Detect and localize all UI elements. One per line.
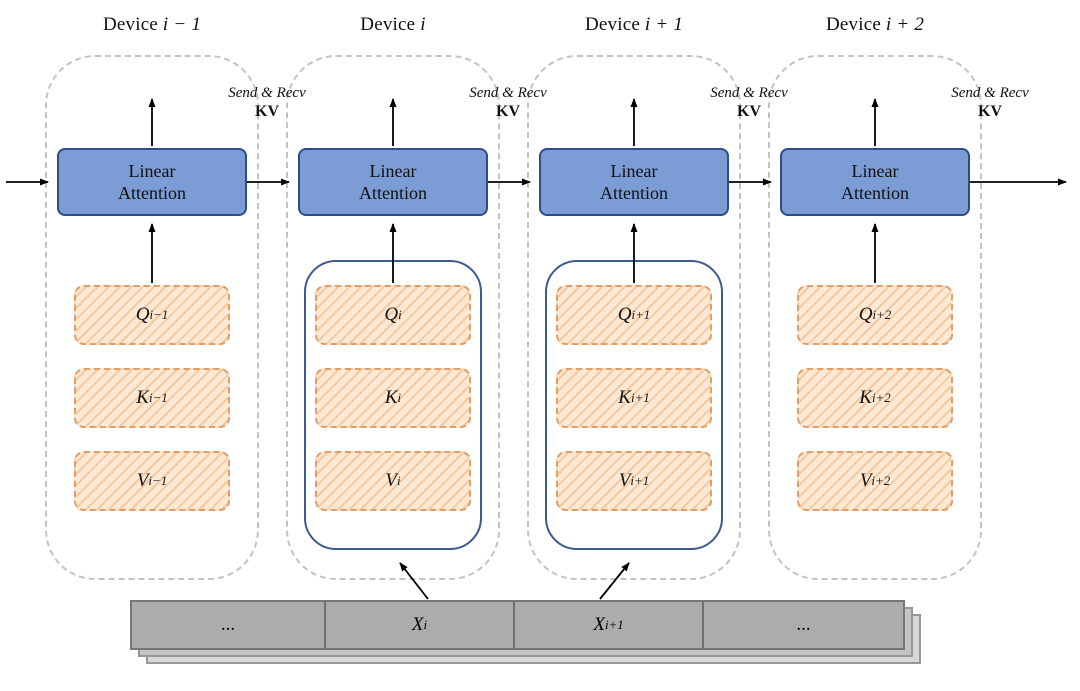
device-boundary-0 <box>45 55 259 580</box>
device-boundary-2 <box>527 55 741 580</box>
device-boundary-1 <box>286 55 500 580</box>
linear-attention-box-1: Linear Attention <box>298 148 488 216</box>
comm-label-0: Send & Recv KV <box>202 84 332 121</box>
kv-label: KV <box>496 103 520 120</box>
send-recv-label: Send & Recv <box>951 85 1029 101</box>
device-title-3: Device i + 2 <box>825 14 925 35</box>
linear-attention-box-0: Linear Attention <box>57 148 247 216</box>
send-recv-label: Send & Recv <box>469 85 547 101</box>
comm-label-3: Send & Recv KV <box>925 84 1055 121</box>
input-segment-ellipsis-right: ... <box>796 614 811 635</box>
linear-attention-box-3: Linear Attention <box>780 148 970 216</box>
device-title-0: Device i − 1 <box>102 14 202 35</box>
kv-label: KV <box>978 103 1002 120</box>
comm-label-1: Send & Recv KV <box>443 84 573 121</box>
send-recv-label: Send & Recv <box>710 85 788 101</box>
comm-label-2: Send & Recv KV <box>684 84 814 121</box>
device-boundary-3 <box>768 55 982 580</box>
input-segment-ellipsis-left: ... <box>132 602 326 648</box>
device-title-2: Device i + 1 <box>584 14 684 35</box>
send-recv-label: Send & Recv <box>228 85 306 101</box>
kv-label: KV <box>737 103 761 120</box>
linear-attention-box-2: Linear Attention <box>539 148 729 216</box>
device-title-1: Device i <box>360 14 426 35</box>
kv-label: KV <box>255 103 279 120</box>
